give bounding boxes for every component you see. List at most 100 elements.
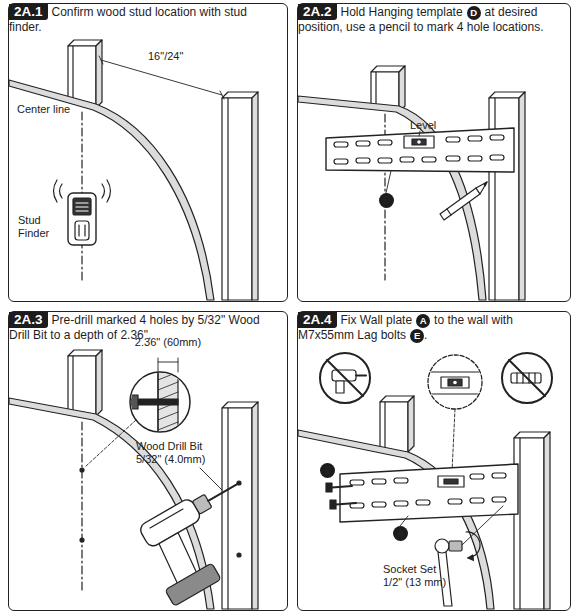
- callout-letter: D: [379, 193, 394, 208]
- magnifier-detail: [128, 370, 178, 434]
- hanging-template: [400, 157, 414, 162]
- prohibited-tool: [356, 375, 366, 377]
- drywall: [298, 96, 486, 301]
- magnifier-detail: [85, 420, 136, 467]
- prohibited-anchor: [516, 373, 517, 383]
- step-number: 2A.3: [9, 312, 48, 328]
- hole-mark: [237, 553, 241, 557]
- hanging-template: [378, 158, 392, 163]
- callout-letter: E: [320, 463, 335, 478]
- stud-finder-symbol: [75, 221, 89, 240]
- part-label: Level: [410, 119, 450, 132]
- wall-plate: [372, 479, 386, 484]
- wall-plate: [470, 474, 484, 479]
- wood-stud: [227, 98, 228, 300]
- stud-finder-symbol: [54, 180, 111, 245]
- magnifier-detail: [453, 381, 457, 385]
- stud-finder-symbol: [76, 206, 88, 207]
- magnifier-detail: [158, 412, 178, 420]
- leader-line: [400, 506, 503, 545]
- magnifier-detail: [158, 382, 178, 390]
- wood-stud: [222, 408, 252, 609]
- hanging-template: [490, 155, 504, 160]
- wood-stud: [544, 432, 550, 609]
- magnifier-detail: [441, 377, 469, 388]
- stud-finder-symbol: [102, 184, 105, 198]
- hanging-template: [334, 142, 348, 147]
- wall-plate: [416, 500, 430, 505]
- wood-stud: [399, 66, 405, 112]
- magnifier-detail: [128, 395, 138, 409]
- wood-stud: [380, 402, 408, 452]
- magnifier-detail: [158, 422, 178, 430]
- wall-plate: [340, 464, 518, 522]
- hole-mark: [80, 468, 84, 472]
- hanging-template: [378, 140, 392, 145]
- part-label: Center line: [17, 103, 87, 116]
- leader-line: [200, 468, 222, 490]
- step-number: 2A.1: [9, 4, 48, 20]
- wall-plate: [444, 479, 458, 484]
- leader-line: [462, 506, 503, 545]
- illustration: [9, 40, 552, 610]
- drywall: [9, 80, 214, 301]
- prohibited-anchor: [534, 373, 535, 383]
- hanging-template: [468, 136, 482, 141]
- lag-bolt: [326, 483, 356, 509]
- wall-plate: [448, 499, 462, 504]
- stud-finder-symbol: [76, 210, 88, 211]
- magnifier-detail: [158, 372, 178, 380]
- wood-stud: [408, 396, 414, 452]
- wood-stud: [222, 92, 258, 300]
- instruction-text: Fix Wall plate: [341, 313, 413, 327]
- drywall: [298, 96, 486, 300]
- lag-bolt: [332, 486, 352, 488]
- magnifier-detail: [448, 379, 462, 386]
- dimension-label: 2.36" (60mm): [118, 336, 218, 349]
- wall-plate: [394, 501, 408, 506]
- wood-stud: [519, 438, 520, 609]
- hanging-template: [356, 158, 370, 163]
- level-symbol: [417, 140, 421, 144]
- wood-stud: [380, 396, 414, 452]
- drill-symbol: [208, 483, 239, 501]
- stud-finder-symbol: [84, 225, 85, 236]
- wood-stud: [252, 92, 258, 300]
- drill-symbol: [165, 563, 221, 606]
- wall-plate: [492, 497, 506, 502]
- wall-plate: [492, 473, 506, 478]
- lag-bolt: [336, 503, 356, 505]
- hole-mark: [80, 538, 84, 542]
- wood-stud: [68, 356, 96, 416]
- wood-stud: [252, 402, 258, 609]
- stud-finder-symbol: [107, 180, 111, 202]
- instruction-text: Hold Hanging template: [341, 5, 463, 19]
- drill-symbol: [192, 494, 212, 514]
- socket-wrench-symbol: [435, 532, 480, 606]
- level-symbol: [412, 139, 426, 145]
- center-line: [81, 422, 82, 592]
- pencil-symbol: [440, 188, 480, 220]
- drill-symbol: [131, 472, 277, 606]
- wood-stud: [514, 432, 550, 609]
- center-line: [81, 422, 82, 592]
- drywall: [9, 80, 214, 300]
- stud-finder-symbol: [76, 202, 88, 203]
- prohibited-tool: [320, 353, 370, 403]
- magnifier-detail: [428, 372, 488, 394]
- socket-wrench-symbol: [435, 539, 449, 553]
- panel-heading: 2A.4Fix Wall plateAto the wall with M7x5…: [298, 312, 570, 345]
- prohibited-tool: [327, 360, 363, 396]
- hanging-template: [356, 141, 370, 146]
- step-panel: 2A.1Confirm wood stud location with stud…: [8, 3, 288, 302]
- part-label: Stud Finder: [18, 214, 60, 240]
- wood-stud: [489, 92, 525, 300]
- wall-plate: [438, 476, 464, 487]
- dimension-label: 16"/24": [148, 50, 198, 63]
- stud-finder-symbol: [78, 225, 79, 236]
- instruction-text: .: [424, 328, 427, 342]
- level-symbol: [404, 136, 434, 148]
- hanging-template: [326, 128, 514, 172]
- step-number: 2A.4: [298, 312, 337, 328]
